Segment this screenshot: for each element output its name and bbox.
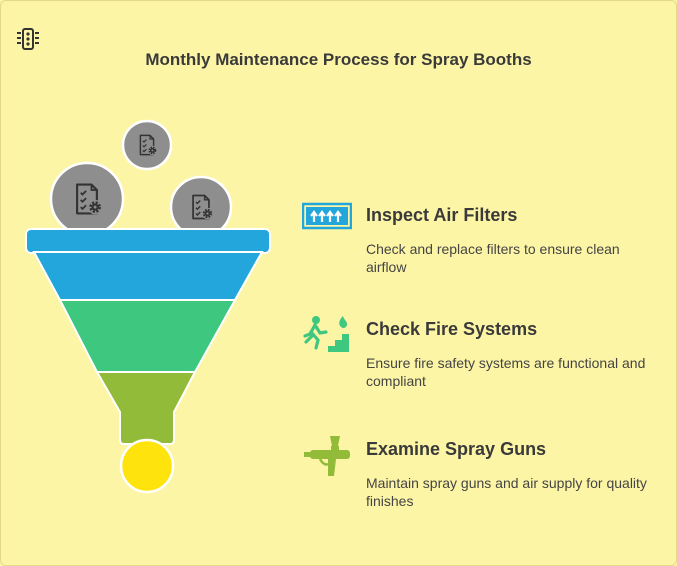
funnel-stage-1 bbox=[32, 251, 264, 301]
document-circle-top bbox=[121, 119, 173, 171]
airflow-arrows-icon bbox=[302, 202, 352, 230]
step-title: Examine Spray Guns bbox=[366, 439, 547, 459]
fire-escape-icon bbox=[303, 316, 349, 352]
step-title: Check Fire Systems bbox=[366, 319, 538, 339]
document-circle-left bbox=[49, 161, 125, 237]
step-description: Ensure fire safety systems are functiona… bbox=[366, 355, 646, 389]
funnel-rim bbox=[25, 228, 271, 254]
spray-gun-icon bbox=[304, 436, 350, 476]
funnel-drop bbox=[119, 438, 175, 494]
traffic-light-icon bbox=[17, 28, 39, 50]
step-description: Maintain spray guns and air supply for q… bbox=[366, 475, 647, 509]
funnel-stage-2 bbox=[58, 299, 237, 373]
diagram-title: Monthly Maintenance Process for Spray Bo… bbox=[145, 50, 532, 69]
funnel-stage-3 bbox=[95, 371, 197, 445]
step-description: Check and replace filters to ensure clea… bbox=[366, 241, 620, 275]
step-title: Inspect Air Filters bbox=[366, 205, 518, 225]
